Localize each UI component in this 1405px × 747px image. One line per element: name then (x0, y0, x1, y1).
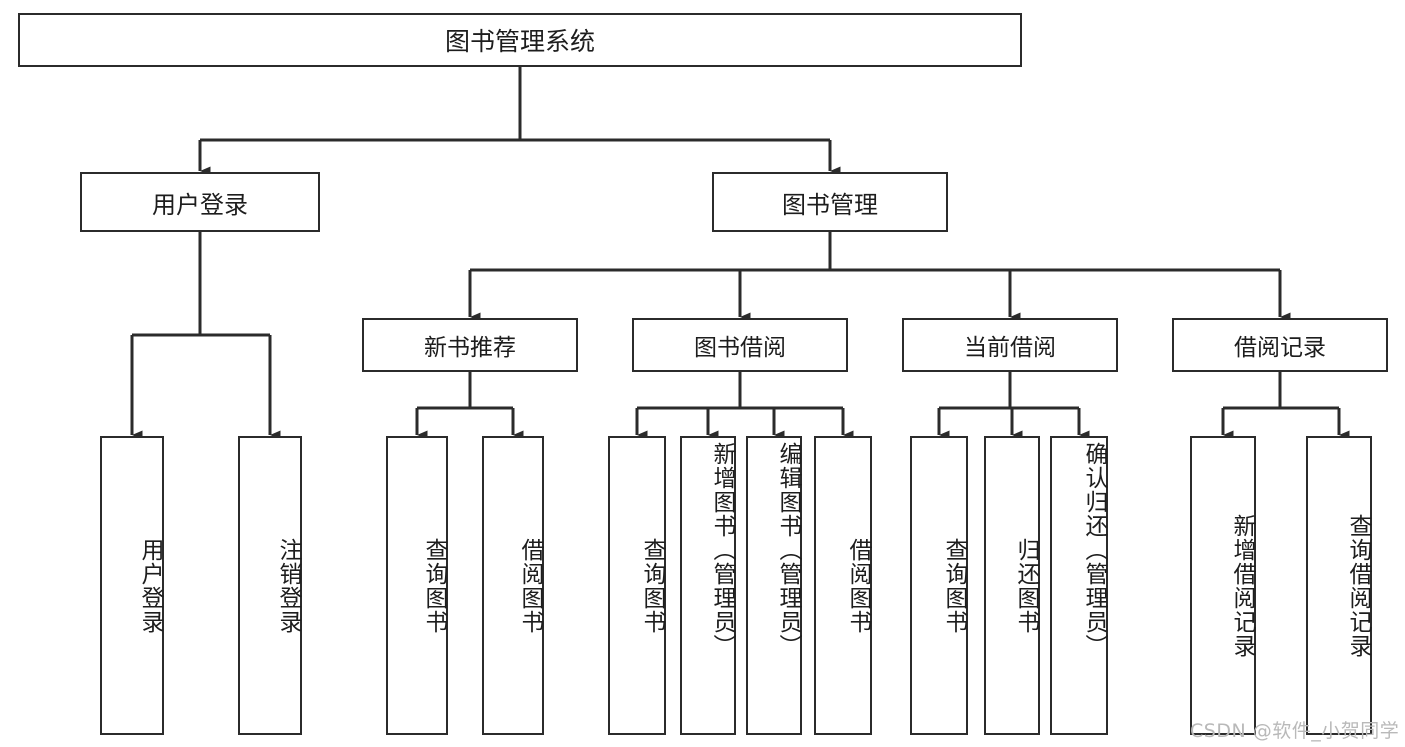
node-current-borrow[interactable]: 当前借阅 (902, 318, 1118, 372)
leaf-user-login[interactable]: 用户登录 (100, 436, 164, 735)
node-label: 当前借阅 (964, 335, 1056, 361)
leaf-return-book[interactable]: 归还图书 (984, 436, 1040, 735)
node-label: 查询图书 (421, 537, 447, 634)
node-label: 借阅图书 (517, 537, 543, 634)
node-label: 查询借阅记录 (1345, 513, 1371, 658)
node-label: 确认归还（管理员） (1081, 442, 1107, 658)
leaf-confirm-return-admin[interactable]: 确认归还（管理员） (1050, 436, 1108, 735)
leaf-query-book-current[interactable]: 查询图书 (910, 436, 968, 735)
node-user-login[interactable]: 用户登录 (80, 172, 320, 232)
leaf-query-borrow-record[interactable]: 查询借阅记录 (1306, 436, 1372, 735)
node-label: 新增借阅记录 (1229, 513, 1255, 658)
node-label: 归还图书 (1013, 537, 1039, 634)
node-label: 查询图书 (941, 537, 967, 634)
node-label: 编辑图书（管理员） (775, 442, 801, 658)
leaf-edit-book-admin[interactable]: 编辑图书（管理员） (746, 436, 802, 735)
node-book-borrow[interactable]: 图书借阅 (632, 318, 848, 372)
leaf-query-book-borrow[interactable]: 查询图书 (608, 436, 666, 735)
node-book-management[interactable]: 图书管理 (712, 172, 948, 232)
node-label: 用户登录 (137, 537, 163, 634)
node-label: 用户登录 (152, 190, 248, 219)
leaf-borrow-book[interactable]: 借阅图书 (814, 436, 872, 735)
leaf-user-logout[interactable]: 注销登录 (238, 436, 302, 735)
node-label: 查询图书 (639, 537, 665, 634)
leaf-add-book-admin[interactable]: 新增图书（管理员） (680, 436, 736, 735)
leaf-add-borrow-record[interactable]: 新增借阅记录 (1190, 436, 1256, 735)
node-label: 新书推荐 (424, 335, 516, 361)
leaf-borrow-book-recommend[interactable]: 借阅图书 (482, 436, 544, 735)
node-borrow-record[interactable]: 借阅记录 (1172, 318, 1388, 372)
node-label: 图书管理系统 (444, 27, 595, 56)
leaf-query-book-recommend[interactable]: 查询图书 (386, 436, 448, 735)
node-label: 借阅图书 (845, 537, 871, 634)
node-label: 注销登录 (275, 537, 301, 634)
csdn-watermark: CSDN @软件_小贺同学 (1190, 720, 1400, 742)
node-root-library-system[interactable]: 图书管理系统 (18, 13, 1022, 67)
node-label: 新增图书（管理员） (709, 442, 735, 658)
node-label: 图书借阅 (694, 335, 786, 361)
node-label: 图书管理 (782, 190, 878, 219)
node-label: 借阅记录 (1234, 335, 1326, 361)
node-new-book-recommend[interactable]: 新书推荐 (362, 318, 578, 372)
